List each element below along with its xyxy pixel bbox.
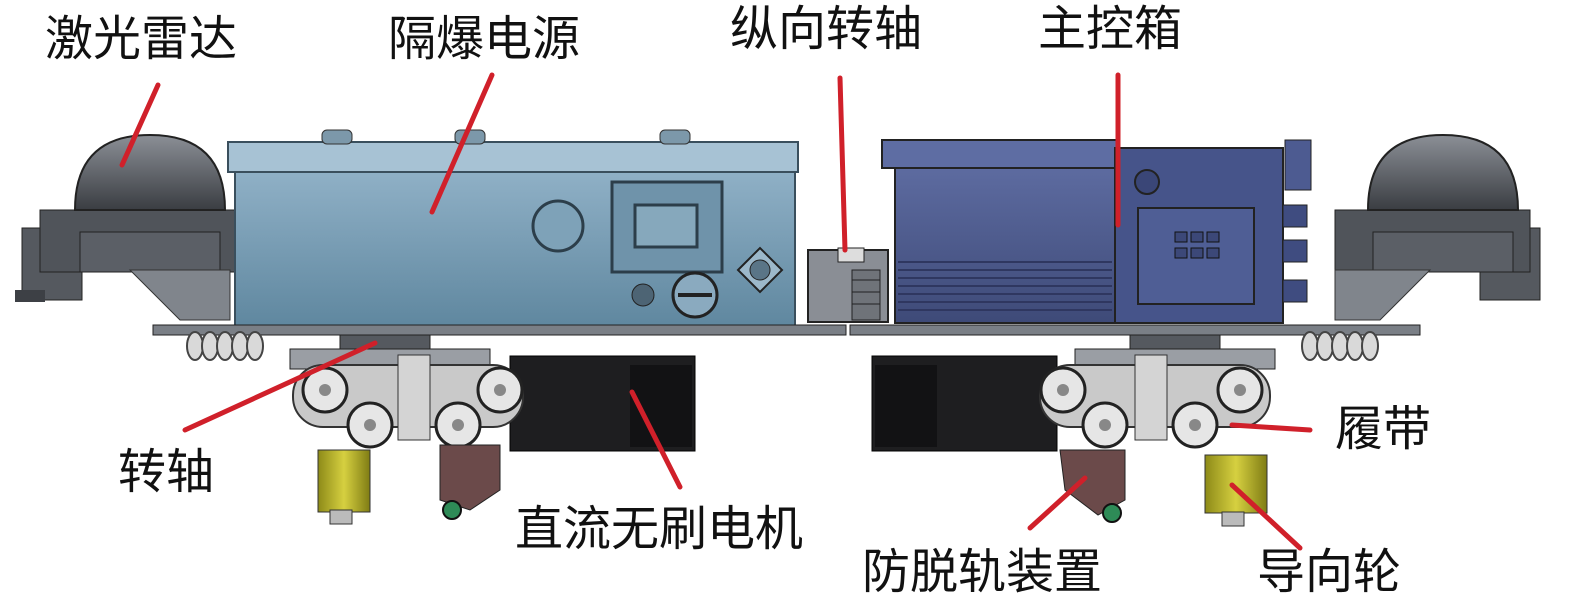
leader-line-guide-wheel (1229, 482, 1303, 551)
leader-line-derail (1027, 475, 1088, 531)
leader-line-track (1229, 422, 1313, 433)
lidar-left (15, 133, 236, 321)
leader-line-motor (629, 389, 683, 490)
main-control-box (881, 139, 1312, 324)
leader-line-longitudinal-shaft (837, 75, 848, 253)
drive-unit-right (871, 334, 1276, 527)
label-main-control-box: 主控箱 (1038, 1, 1183, 57)
label-bldc-motor: 直流无刷电机 (515, 501, 804, 557)
drive-unit-left (289, 334, 696, 525)
label-track: 履带 (1335, 401, 1432, 457)
label-power-supply: 隔爆电源 (388, 11, 581, 67)
base-frame (152, 324, 1421, 361)
explosion-proof-power-box (227, 129, 799, 328)
label-lidar: 激光雷达 (45, 11, 238, 67)
leader-line-pivot-shaft (182, 340, 378, 433)
label-longitudinal-shaft: 纵向转轴 (730, 1, 923, 57)
longitudinal-shaft-assembly (807, 247, 889, 323)
label-pivot-shaft: 转轴 (118, 444, 215, 500)
leader-line-power-supply (429, 72, 495, 215)
label-guide-wheel: 导向轮 (1257, 544, 1402, 600)
leader-line-lidar (119, 82, 161, 168)
label-derail-protection: 防脱轨装置 (862, 544, 1103, 600)
lidar-right (1334, 133, 1541, 321)
